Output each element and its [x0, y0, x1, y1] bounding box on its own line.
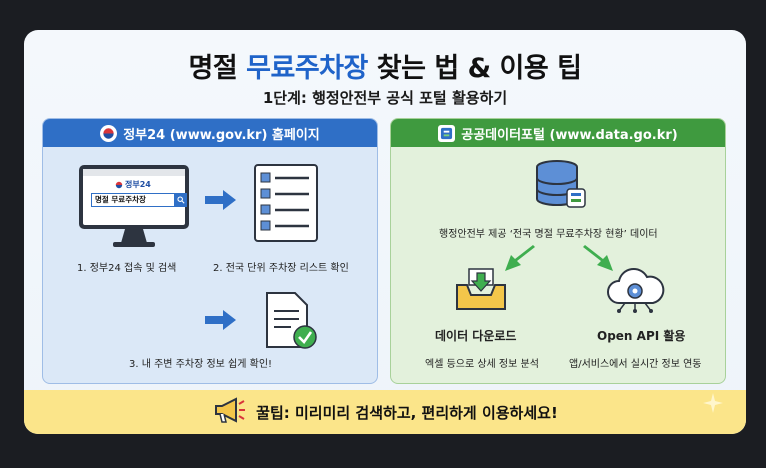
dataset-label: 행정안전부 제공 ‘전국 명절 무료주차장 현황’ 데이터 — [439, 229, 658, 240]
api-desc: 앱/서비스에서 실시간 정보 연동 — [569, 359, 702, 370]
list-document-icon — [253, 163, 319, 247]
data-portal-logo-icon — [438, 124, 456, 142]
subtitle: 1단계: 행정안전부 공식 포털 활용하기 — [262, 89, 508, 107]
data-portal-panel: 공공데이터포털 (www.data.go.kr) 행정안전부 제공 ‘전국 명절… — [390, 118, 726, 384]
monitor-icon: 정부24 명절 무료주차장 — [77, 163, 191, 249]
gov-emblem-icon — [100, 124, 118, 142]
gov24-panel-header: 정부24 (www.gov.kr) 홈페이지 — [43, 119, 377, 147]
page-title: 명절 무료주차장 찾는 법 & 이용 팁 — [24, 46, 746, 85]
gov24-panel-title: 정부24 (www.gov.kr) 홈페이지 — [123, 127, 320, 143]
title-highlight: 무료주차장 — [246, 53, 368, 84]
api-title: Open API 활용 — [597, 329, 686, 343]
download-title: 데이터 다운로드 — [435, 329, 517, 343]
database-icon — [533, 159, 589, 215]
document-check-icon — [255, 289, 321, 357]
card: 명절 무료주차장 찾는 법 & 이용 팁 1단계: 행정안전부 공식 포털 활용… — [24, 30, 746, 434]
arrow-right-icon — [203, 189, 237, 215]
tip-text: 꿀팁: 미리미리 검색하고, 편리하게 이용하세요! — [256, 403, 558, 422]
step2-label: 2. 전국 단위 주차장 리스트 확인 — [213, 263, 349, 274]
monitor-logo-text: 정부24 — [125, 180, 151, 189]
download-desc: 엑셀 등으로 상세 정보 분석 — [425, 359, 539, 370]
gov24-panel: 정부24 (www.gov.kr) 홈페이지 정부24 명절 무료주차장 — [42, 118, 378, 384]
data-portal-panel-title: 공공데이터포털 (www.data.go.kr) — [461, 127, 678, 143]
cloud-api-icon — [605, 263, 665, 317]
arrow-down-right-icon — [579, 243, 615, 277]
step1-label: 1. 정부24 접속 및 검색 — [77, 263, 177, 274]
tip-bar: 꿀팁: 미리미리 검색하고, 편리하게 이용하세요! — [24, 390, 746, 434]
arrow-down-left-icon — [503, 243, 539, 277]
download-tray-icon — [453, 265, 509, 317]
monitor-logo: 정부24 — [115, 179, 151, 190]
search-input[interactable]: 명절 무료주차장 — [91, 193, 175, 207]
search-icon[interactable] — [175, 193, 187, 207]
arrow-right-icon — [203, 309, 237, 335]
title-pre: 명절 — [188, 53, 247, 84]
megaphone-icon — [212, 396, 246, 428]
step3-label: 3. 내 주변 주차장 정보 쉽게 확인! — [129, 359, 273, 370]
title-post: 찾는 법 & 이용 팁 — [367, 53, 582, 84]
sparkle-icon — [702, 392, 724, 418]
data-portal-panel-header: 공공데이터포털 (www.data.go.kr) — [391, 119, 725, 147]
